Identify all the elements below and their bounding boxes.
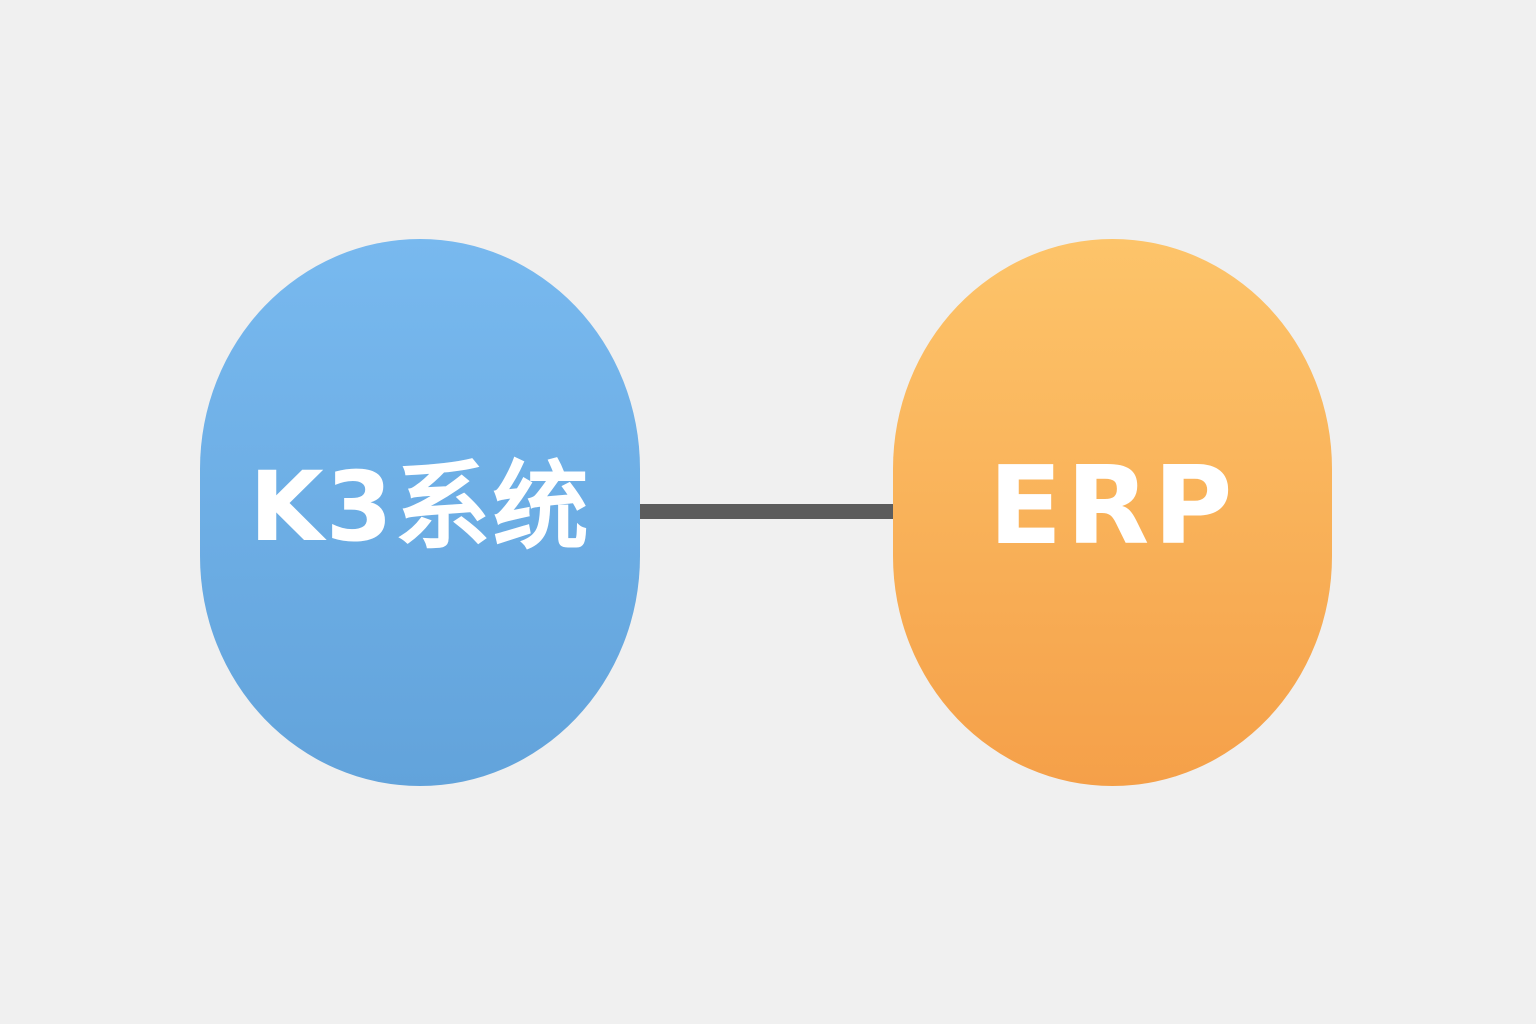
node-erp-label: ERP	[988, 443, 1237, 569]
node-k3-system[interactable]: K3系统	[200, 239, 640, 786]
node-k3-label: K3系统	[249, 450, 591, 563]
node-erp[interactable]: ERP	[893, 239, 1332, 786]
connector-k3-erp	[640, 504, 893, 519]
